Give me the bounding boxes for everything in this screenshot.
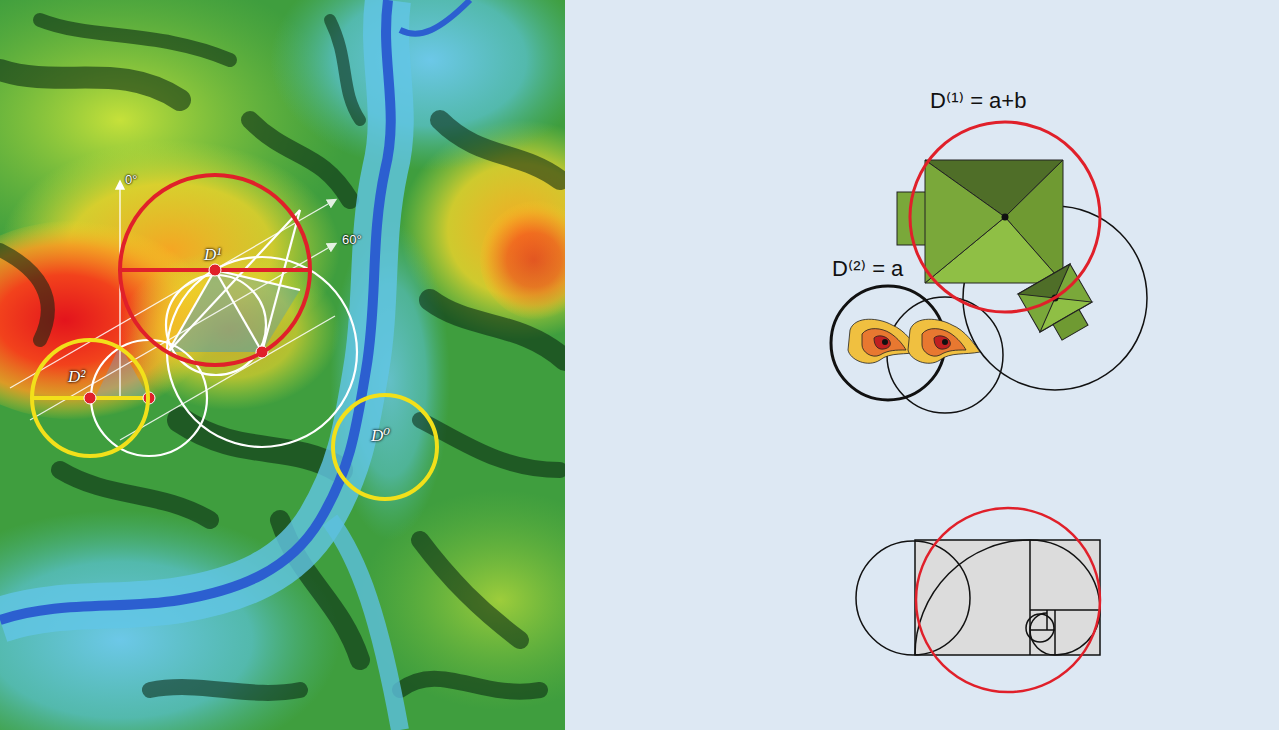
circle-outline	[120, 175, 310, 365]
angle-label: 60°	[342, 232, 362, 247]
formula-label: D⁽²⁾ = a	[832, 256, 903, 282]
formula-label: D⁽¹⁾ = a+b	[930, 88, 1026, 114]
site-label: D²	[68, 367, 85, 387]
circle-outline	[120, 175, 310, 365]
building-diagram	[831, 122, 1147, 413]
site-circle: D¹	[120, 175, 310, 365]
site-circle: D²	[32, 340, 148, 456]
site-circle: D⁰	[333, 395, 437, 499]
golden-spiral	[856, 508, 1100, 692]
circle-outline	[32, 340, 148, 456]
geometry-overlay	[10, 182, 357, 456]
site-label: D⁰	[371, 425, 390, 446]
circle-outline	[333, 395, 437, 499]
site-label: D¹	[204, 245, 221, 265]
terrain-map	[0, 0, 565, 730]
angle-label: 0°	[125, 172, 137, 187]
circle-outline	[32, 340, 148, 456]
circle-outline	[333, 395, 437, 499]
